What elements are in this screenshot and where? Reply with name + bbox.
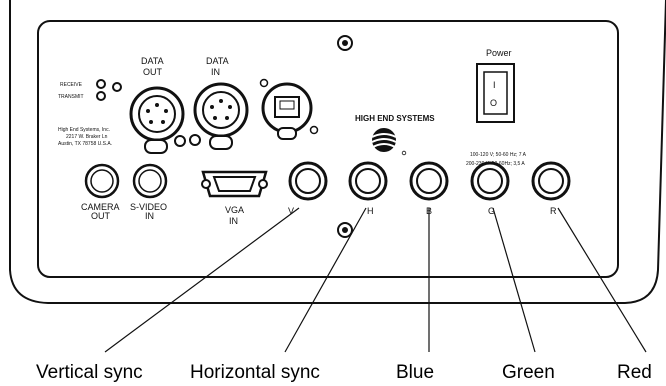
bnc-port-r[interactable] [531, 161, 571, 201]
power-label: Power [486, 48, 512, 58]
brand-name: HIGH END SYSTEMS [355, 114, 435, 123]
port-g-label: G [488, 206, 495, 216]
leader-line-green [492, 207, 536, 353]
port-v-label: V [288, 206, 294, 216]
ethernet-connector[interactable] [259, 78, 319, 140]
power-switch[interactable]: I O [476, 63, 515, 123]
port-r-label: R [550, 206, 557, 216]
bnc-port-g[interactable] [470, 161, 510, 201]
callout-red: Red [617, 362, 652, 383]
camera-out-connector[interactable] [84, 163, 120, 199]
brand-globe-logo [371, 128, 407, 156]
transmit-led [96, 91, 106, 101]
bnc-port-h[interactable] [348, 161, 388, 201]
data-in-label-line2: IN [211, 67, 220, 77]
camera-out-label-line1: CAMERA [81, 202, 120, 212]
rear-plate [37, 20, 619, 278]
callout-blue: Blue [396, 362, 434, 383]
power-on-mark: I [493, 80, 496, 90]
port-h-label: H [367, 206, 374, 216]
address-line-2: 2217 W. Braker Ln [66, 134, 108, 140]
housing-outline [9, 0, 666, 304]
bnc-port-v[interactable] [288, 161, 328, 201]
data-out-label-line1: DATA [141, 56, 164, 66]
bnc-port-b[interactable] [409, 161, 449, 201]
vga-in-label-line1: VGA [225, 205, 244, 215]
data-in-connector[interactable] [189, 82, 249, 150]
leader-line-horizontal-sync [284, 207, 367, 353]
callout-green: Green [502, 362, 555, 383]
address-line-3: Austin, TX 78758 U.S.A. [58, 141, 112, 147]
data-in-label-line1: DATA [206, 56, 229, 66]
data-out-label-line2: OUT [143, 67, 163, 77]
leader-line-red [557, 207, 647, 353]
callout-horizontal-sync: Horizontal sync [190, 362, 320, 383]
receive-led [96, 79, 106, 89]
voltage-line-1: 100-120 V; 50-60 Hz; 7 A [470, 152, 527, 158]
plate-screw-bottom [337, 222, 353, 238]
transmit-label: TRANSMIT [58, 94, 84, 100]
camera-out-label-line2: OUT [91, 211, 111, 221]
power-off-mark: O [490, 98, 497, 108]
callout-vertical-sync: Vertical sync [36, 362, 143, 383]
receive-label: RECEIVE [60, 82, 83, 88]
s-video-in-connector[interactable] [132, 163, 168, 199]
plate-screw-top [337, 35, 353, 51]
leader-line-vertical-sync [104, 207, 300, 353]
vga-in-label-line2: IN [229, 216, 238, 226]
s-video-in-label-line1: S-VIDEO [130, 202, 167, 212]
address-line-1: High End Systems, Inc. [58, 127, 110, 133]
s-video-in-label-line2: IN [145, 211, 154, 221]
data-out-connector[interactable] [112, 82, 186, 154]
vga-in-connector[interactable] [201, 170, 268, 198]
